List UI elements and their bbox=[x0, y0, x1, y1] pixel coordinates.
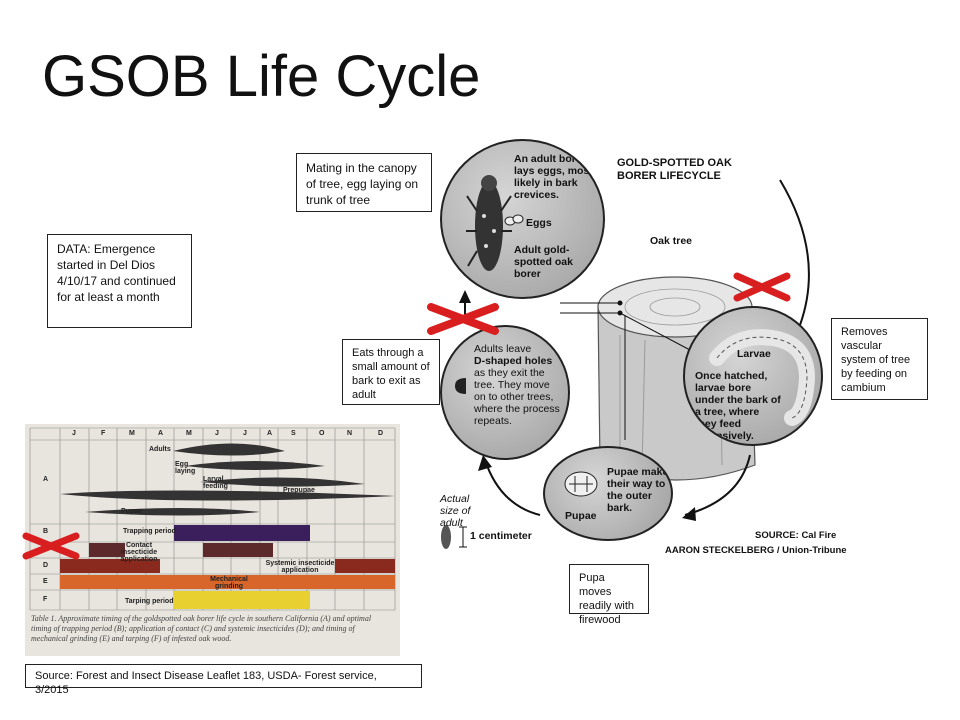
label-mechanical: Mechanical grinding bbox=[210, 576, 248, 590]
label-larval-feeding: Larval feeding bbox=[203, 476, 228, 490]
bubble-exit: Adults leave D-shaped holes as they exit… bbox=[440, 325, 570, 460]
arrow-bottom-right bbox=[684, 454, 751, 516]
lifecycle-heading-2: BORER LIFECYCLE bbox=[617, 170, 721, 182]
month-label: A bbox=[267, 430, 273, 437]
arrow-top-right bbox=[779, 179, 810, 326]
label-pupae: Pupae bbox=[121, 508, 143, 515]
note-exit: Eats through a small amount of bark to e… bbox=[342, 339, 440, 405]
lifecycle-heading-1: GOLD-SPOTTED OAK bbox=[617, 157, 732, 169]
arrow-bottom-left bbox=[484, 459, 541, 516]
row-label: B bbox=[43, 528, 49, 535]
exit-text-1: Adults leave bbox=[474, 343, 532, 355]
table-caption: Table 1. Approximate timing of the golds… bbox=[31, 614, 372, 643]
month-label: J bbox=[72, 430, 76, 437]
note-pupa: Pupa moves readily with firewood bbox=[569, 564, 649, 626]
larvae-label: Larvae bbox=[737, 348, 771, 360]
month-label: N bbox=[347, 430, 353, 437]
bubble-larvae: Larvae Once hatched, larvae bore under t… bbox=[683, 306, 823, 446]
larvae-text: Once hatched, larvae bore under the bark… bbox=[695, 370, 781, 442]
label-contact: Contact insecticide application bbox=[120, 542, 158, 563]
month-label: M bbox=[186, 430, 192, 437]
adult-borer-icon bbox=[466, 175, 512, 271]
row-label: F bbox=[43, 596, 48, 603]
larvae-icon bbox=[709, 329, 816, 426]
centimeter-label: 1 centimeter bbox=[470, 530, 532, 542]
red-x-icon-table bbox=[22, 532, 80, 560]
note-vascular: Removes vascular system of tree by feedi… bbox=[831, 318, 928, 400]
exit-text-bold: D-shaped holes bbox=[474, 355, 553, 367]
red-x-icon-right bbox=[733, 272, 791, 302]
adult-bubble-text: An adult borer lays eggs, most likely in… bbox=[514, 153, 593, 201]
month-label: A bbox=[158, 430, 164, 437]
note-mating: Mating in the canopy of tree, egg laying… bbox=[296, 153, 432, 212]
row-label: A bbox=[43, 476, 49, 483]
label-systemic: Systemic insecticide application bbox=[265, 560, 335, 574]
note-data: DATA: Emergence started in Del Dios 4/10… bbox=[47, 234, 192, 328]
label-prepupae: Prepupae bbox=[283, 487, 315, 494]
eggs-icon bbox=[504, 214, 524, 226]
note-data-text: DATA: Emergence started in Del Dios 4/10… bbox=[57, 242, 176, 304]
timing-table-grid bbox=[25, 424, 400, 656]
note-source: Source: Forest and Insect Disease Leafle… bbox=[25, 664, 422, 696]
month-label: D bbox=[378, 430, 384, 437]
d-hole-icon bbox=[455, 378, 466, 394]
slide-title: GSOB Life Cycle bbox=[42, 44, 481, 109]
month-label: J bbox=[215, 430, 219, 437]
label-egg-laying: Egg laying bbox=[175, 461, 196, 475]
row-label: E bbox=[43, 578, 48, 585]
note-source-text: Source: Forest and Insect Disease Leafle… bbox=[35, 670, 377, 696]
bubble-adult: An adult borer lays eggs, most likely in… bbox=[440, 139, 605, 299]
row-label: D bbox=[43, 562, 49, 569]
source-line: SOURCE: Cal Fire bbox=[755, 530, 837, 541]
month-label: J bbox=[243, 430, 247, 437]
month-label: S bbox=[291, 430, 296, 437]
oak-tree-label: Oak tree bbox=[650, 235, 693, 247]
pupae-icon bbox=[564, 471, 598, 497]
note-pupa-text: Pupa moves readily with firewood bbox=[579, 572, 635, 626]
exit-text-2: as they exit the tree. They move on to o… bbox=[474, 367, 560, 427]
month-label: M bbox=[129, 430, 135, 437]
note-mating-text: Mating in the canopy of tree, egg laying… bbox=[306, 161, 419, 207]
note-exit-text: Eats through a small amount of bark to e… bbox=[352, 347, 430, 401]
month-label: O bbox=[319, 430, 325, 437]
timing-table-photo: J F M A M J J A S O N D A B C D E F Adul… bbox=[25, 424, 400, 656]
pupae-text: Pupae make their way to the outer bark. bbox=[607, 466, 669, 514]
adult-label: Adult gold-spotted oak borer bbox=[514, 244, 573, 280]
eggs-label: Eggs bbox=[526, 217, 552, 229]
label-adults: Adults bbox=[149, 446, 171, 453]
red-x-icon-left bbox=[427, 303, 499, 335]
label-trapping: Trapping period bbox=[123, 528, 176, 535]
month-label: F bbox=[101, 430, 106, 437]
label-tarping: Tarping period bbox=[125, 598, 174, 605]
actual-size-label: Actual size of adult bbox=[440, 493, 471, 529]
pupae-label: Pupae bbox=[565, 510, 597, 522]
bubble-pupae: Pupae Pupae make their way to the outer … bbox=[543, 446, 673, 541]
credit-line: AARON STECKELBERG / Union-Tribune bbox=[665, 545, 847, 556]
note-vascular-text: Removes vascular system of tree by feedi… bbox=[841, 326, 911, 394]
